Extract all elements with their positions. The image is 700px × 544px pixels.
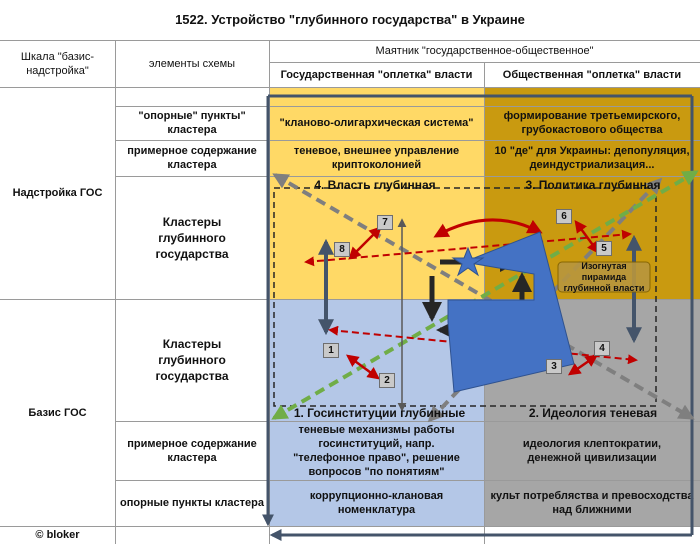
number-box-2: 2 <box>379 373 395 388</box>
state-content-top: теневое, внешнее управление криптоколони… <box>293 145 460 171</box>
number-box-1: 1 <box>323 343 339 358</box>
quadrant-label-1: 1. Госинституции глубинные <box>293 406 466 420</box>
number-box-3: 3 <box>546 359 562 374</box>
quadrant-label-3: 3. Политика глубинная <box>525 178 661 192</box>
pyramid-callout-box <box>557 261 651 293</box>
grid-line <box>115 40 116 544</box>
red-arrow-1-2 <box>345 354 381 380</box>
public-anchor-top: формирование третьемирского, грубокастов… <box>503 110 681 136</box>
row-content-bottom: примерное содержание кластера <box>127 437 257 464</box>
grid-line <box>0 526 700 527</box>
page-title: 1522. Устройство "глубинного государства… <box>175 12 525 27</box>
state-content-bottom: теневые механизмы работы госинституций, … <box>293 423 460 478</box>
grid-line <box>115 140 700 141</box>
number-box-7: 7 <box>377 215 393 230</box>
state-anchor-bottom: коррупционно-клановая номенклатура <box>309 490 444 516</box>
header-scale: Шкала "базис-надстройка" <box>20 50 95 77</box>
row-clusters-bottom: Кластеры глубинного государства <box>155 337 229 383</box>
row-superstructure: Надстройка ГОС <box>12 187 103 199</box>
public-anchor-bottom: культ потребляства и превосходства над б… <box>490 490 694 516</box>
pyramid-label: Изогнутая пирамида глубинной власти <box>563 260 645 293</box>
state-anchor-top: "кланово-олигархическая система" <box>279 117 474 129</box>
number-box-6: 6 <box>556 209 572 224</box>
header-state-column: Государственная "оплетка" власти <box>280 68 473 81</box>
red-curve-top <box>433 218 543 238</box>
red-arrow-3-4 <box>567 354 599 376</box>
row-basis: Базис ГОС <box>28 406 87 419</box>
grid-line <box>0 87 700 88</box>
grid-line <box>115 480 700 481</box>
number-box-5: 5 <box>596 241 612 256</box>
outer-frame-arrows <box>262 94 694 541</box>
red-arrow-6-5 <box>574 219 600 255</box>
number-box-8: 8 <box>334 242 350 257</box>
curved-pyramid-shape <box>447 231 575 393</box>
row-clusters-top: Кластеры глубинного государства <box>155 214 229 261</box>
public-content-top: 10 "де" для Украины: депопуляция, деинду… <box>494 145 690 171</box>
row-anchor-bottom: опорные пункты кластера <box>120 497 264 509</box>
grid-line <box>115 106 700 107</box>
header-public-column: Общественная "оплетка" власти <box>502 68 682 81</box>
green-diagonal-arrow <box>271 170 699 420</box>
row-content-top: примерное содержание кластера <box>127 145 257 171</box>
header-elements: элементы схемы <box>148 57 236 70</box>
red-arrow-7-8 <box>348 226 382 260</box>
grid-line <box>0 40 700 41</box>
number-box-4: 4 <box>594 341 610 356</box>
star-icon <box>451 246 485 277</box>
quadrant-label-4: 4. Власть глубинная <box>314 178 436 192</box>
row-anchor-top: "опорные" пункты" кластера <box>138 110 246 136</box>
quadrant-label-2: 2. Идеология теневая <box>528 406 658 420</box>
header-pendulum: Маятник "государственное-общественное" <box>375 45 594 57</box>
public-content-bottom: идеология клептократии, денежной цивилиз… <box>522 437 662 464</box>
grid-line <box>115 421 700 422</box>
copyright: © bloker <box>35 529 80 541</box>
